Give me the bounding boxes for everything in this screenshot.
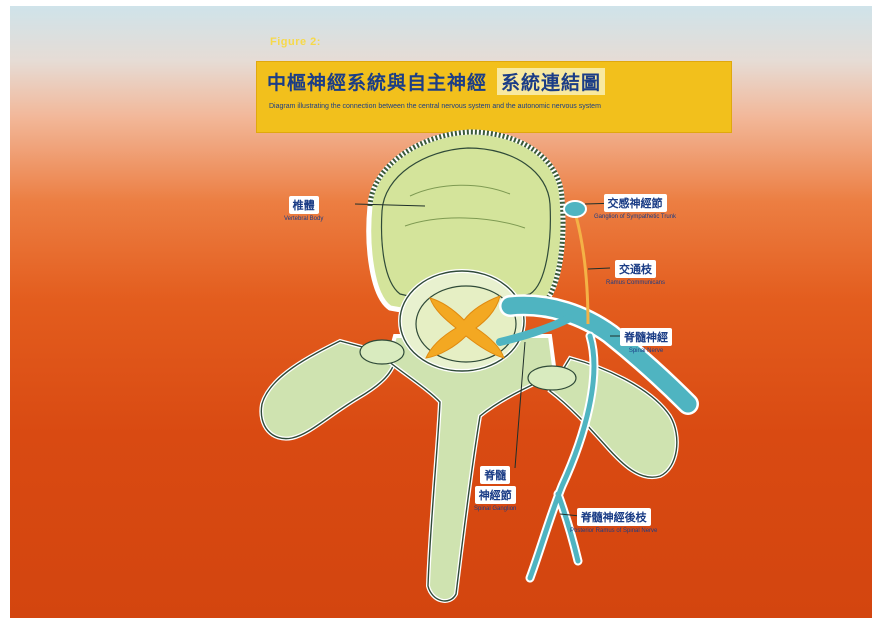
label-ramus-communicans-zh: 交通枝 xyxy=(615,260,656,278)
label-vertebral-body: 椎體 Vertebral Body xyxy=(284,194,323,222)
label-posterior-ramus-zh: 脊髓神經後枝 xyxy=(577,508,651,526)
label-spinal-ganglion-zh2: 神經節 xyxy=(475,486,516,504)
label-spinal-ganglion-en: Spinal Ganglion xyxy=(474,506,516,512)
label-sympathetic-ganglion: 交感神經節 Ganglion of Sympathetic Trunk xyxy=(594,192,676,220)
label-spinal-nerve-zh: 脊髓神經 xyxy=(620,328,672,346)
left-articular-facet xyxy=(360,340,404,364)
label-spinal-nerve: 脊髓神經 Spinal Nerve xyxy=(620,326,672,354)
label-spinal-nerve-en: Spinal Nerve xyxy=(620,348,672,354)
label-ramus-communicans: 交通枝 Ramus Communicans xyxy=(606,258,665,286)
sympathetic-ganglion xyxy=(564,201,586,217)
label-posterior-ramus: 脊髓神經後枝 Posterior Ramus of Spinal Nerve xyxy=(570,506,657,534)
label-sympathetic-ganglion-zh: 交感神經節 xyxy=(604,194,667,212)
label-ramus-communicans-en: Ramus Communicans xyxy=(606,280,665,286)
vertebra-illustration xyxy=(10,6,872,618)
poster-background: Figure 2: 中樞神經系統與自主神經系統連結圖 Diagram illus… xyxy=(10,6,872,618)
label-spinal-ganglion: 脊髓 神經節 Spinal Ganglion xyxy=(474,464,516,512)
right-articular-facet xyxy=(528,366,576,390)
label-posterior-ramus-en: Posterior Ramus of Spinal Nerve xyxy=(570,528,657,534)
label-spinal-ganglion-zh1: 脊髓 xyxy=(480,466,510,484)
label-sympathetic-ganglion-en: Ganglion of Sympathetic Trunk xyxy=(594,214,676,220)
label-vertebral-body-zh: 椎體 xyxy=(289,196,319,214)
label-vertebral-body-en: Vertebral Body xyxy=(284,216,323,222)
